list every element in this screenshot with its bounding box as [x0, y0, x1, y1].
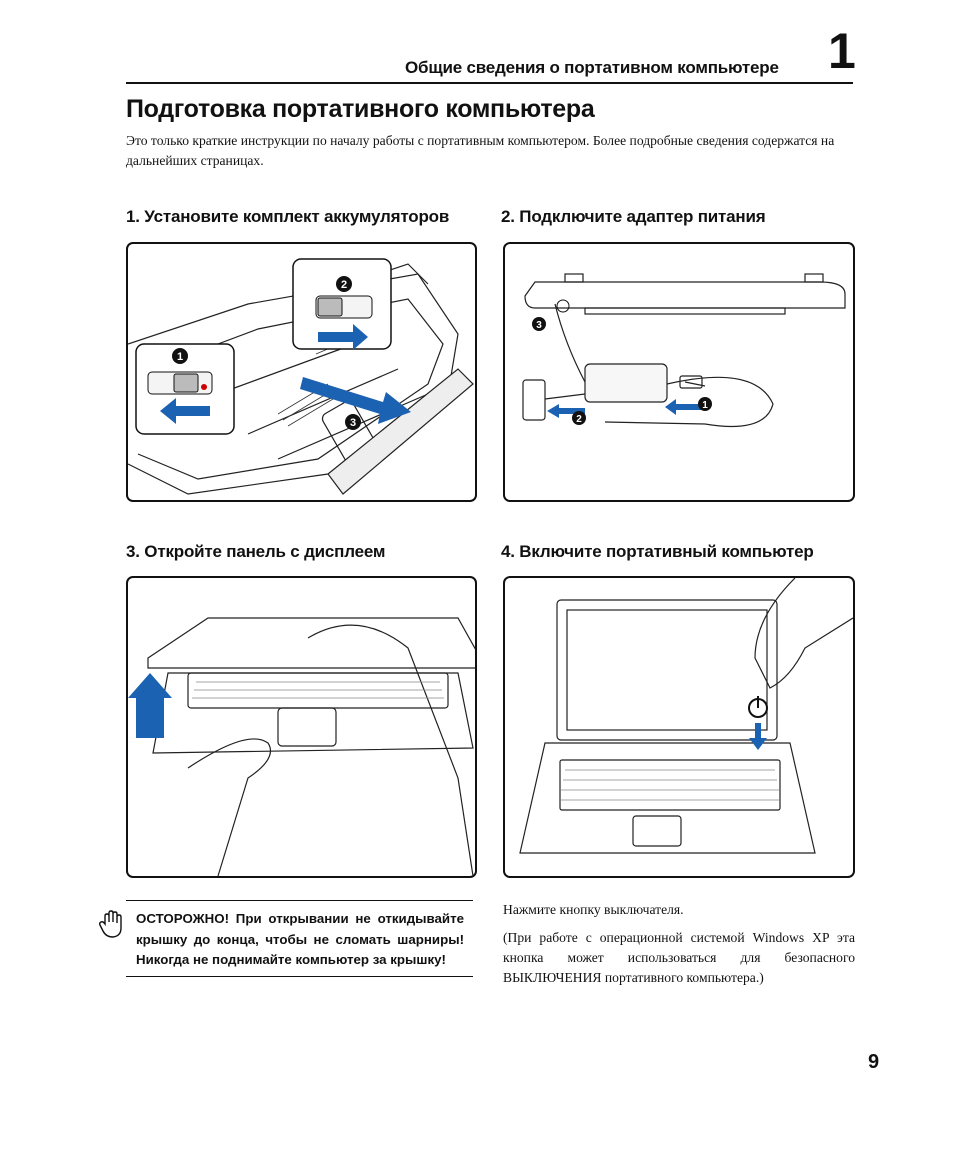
- warning-top-rule: [126, 900, 473, 901]
- step-3-heading: 3. Откройте панель с дисплеем: [126, 542, 386, 561]
- open-display-illustration: [128, 617, 475, 876]
- power-on-figure: [503, 576, 855, 878]
- step-4-heading: 4. Включите портативный компьютер: [501, 542, 814, 561]
- hand-icon: [98, 910, 123, 943]
- adapter-connect-figure: 1 2 3: [503, 242, 855, 502]
- intro-paragraph: Это только краткие инструкции по началу …: [126, 133, 835, 168]
- step-2-heading: 2. Подключите адаптер питания: [501, 207, 766, 226]
- warning-text: ОСТОРОЖНО! При открывании не откидывайте…: [136, 911, 464, 967]
- step-1-heading: 1. Установите комплект аккумуляторов: [126, 207, 450, 226]
- marker-1: 1: [177, 351, 183, 363]
- power-on-illustration: [519, 578, 853, 854]
- open-display-figure: [126, 576, 477, 878]
- marker-2: 2: [576, 414, 582, 425]
- warning-bottom-rule: [126, 976, 473, 977]
- running-header: Общие сведения о портативном компьютере: [405, 58, 779, 77]
- header-rule: [126, 82, 853, 84]
- page-number: 9: [868, 1051, 880, 1073]
- adapter-connect-illustration: 1 2 3: [522, 273, 846, 427]
- battery-install-figure: 2 1 3: [126, 242, 477, 502]
- power-instruction: Нажмите кнопку выключателя.: [503, 902, 684, 917]
- battery-install-illustration: 2 1 3: [128, 258, 474, 495]
- marker-3: 3: [350, 417, 356, 429]
- chapter-number: 1: [828, 23, 856, 79]
- marker-1: 1: [702, 400, 708, 411]
- marker-3: 3: [536, 320, 542, 331]
- marker-2: 2: [341, 279, 347, 291]
- power-note: (При работе с операционной системой Wind…: [503, 930, 855, 985]
- page-title: Подготовка портативного компьютера: [126, 95, 595, 123]
